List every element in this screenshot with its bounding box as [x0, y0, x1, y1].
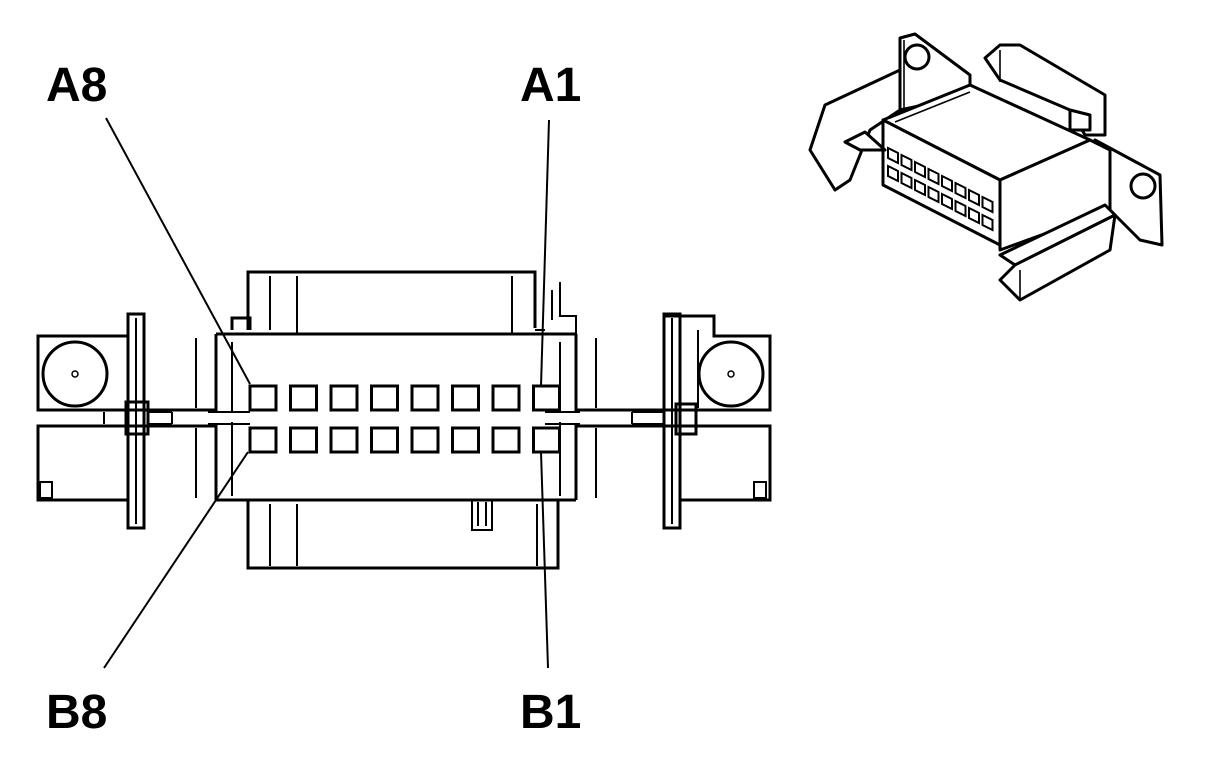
pin-label-b1: B1: [520, 686, 581, 739]
iso-cavity: [927, 185, 940, 204]
cavity-b-2: [491, 426, 521, 454]
cavity-a-1: [532, 384, 561, 412]
iso-cavity: [927, 167, 940, 186]
connector-front-view: [36, 117, 772, 669]
left-mounting-ear: [36, 312, 218, 530]
left-mount-hole-icon: [41, 340, 109, 408]
iso-cavity: [968, 206, 980, 225]
leader-b1: [540, 451, 549, 669]
iso-cavity: [887, 164, 899, 183]
iso-cavity: [900, 153, 913, 172]
connector-isometric-view: [808, 32, 1164, 302]
cavity-b-3: [451, 426, 480, 454]
iso-cavity: [954, 181, 967, 200]
cavity-a-5: [370, 384, 399, 412]
iso-cavity: [900, 171, 913, 190]
iso-cavity: [941, 192, 953, 211]
iso-cavity-grid: [887, 146, 994, 232]
cavity-a-7: [289, 384, 318, 412]
leader-a8: [105, 117, 251, 385]
cavity-a-4: [410, 384, 440, 412]
cavity-b-8: [248, 426, 278, 454]
iso-cavity: [954, 199, 967, 218]
cavity-b-6: [329, 426, 359, 454]
iso-cavity: [981, 213, 994, 232]
pin-label-b8: B8: [46, 686, 107, 739]
iso-cavity: [914, 160, 926, 179]
pin-label-a8: A8: [46, 59, 107, 112]
cavity-a-6: [329, 384, 359, 412]
leader-lines: [103, 117, 550, 669]
leader-a1: [540, 119, 550, 387]
cavity-b-5: [370, 426, 399, 454]
main-body: [208, 332, 580, 502]
bottom-housing: [246, 499, 560, 570]
cavity-row-b: [248, 426, 561, 454]
iso-cavity: [914, 178, 926, 197]
cavity-b-4: [410, 426, 440, 454]
top-housing: [230, 270, 577, 334]
cavity-a-8: [248, 384, 278, 412]
right-mounting-ear: [574, 312, 772, 530]
iso-cavity: [981, 195, 994, 214]
iso-left-mount-hole-icon: [903, 43, 931, 71]
pin-label-a1: A1: [520, 59, 581, 112]
cavity-b-1: [532, 426, 561, 454]
cavity-row-a: [248, 384, 561, 412]
iso-cavity: [887, 146, 899, 165]
cavity-b-7: [289, 426, 318, 454]
cavity-a-2: [491, 384, 521, 412]
cavity-a-3: [451, 384, 480, 412]
iso-cavity: [941, 174, 953, 193]
iso-cavity: [968, 188, 980, 207]
leader-b8: [103, 451, 249, 669]
iso-right-mount-hole-icon: [1129, 172, 1157, 200]
